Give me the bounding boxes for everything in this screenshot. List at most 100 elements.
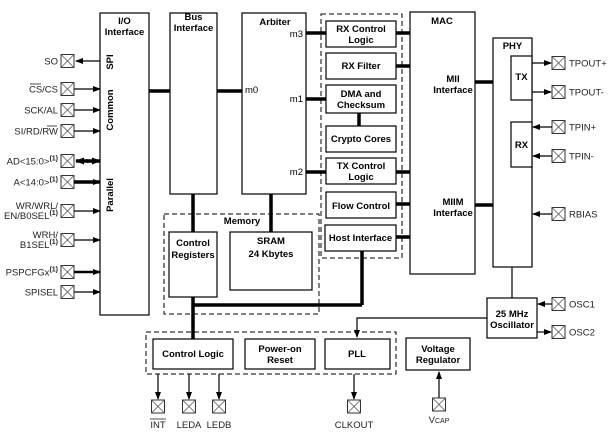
pin-label: VCAP	[429, 415, 450, 426]
vreg-label-1: Voltage	[421, 344, 455, 355]
crypto-cores-label: Crypto Cores	[331, 134, 391, 145]
pin-cs-cs: CS/CS	[29, 82, 101, 96]
internal-buses	[149, 31, 493, 339]
pin-pad-icon	[60, 204, 75, 218]
io-interface-block: I/O Interface SPI Common Parallel	[99, 12, 150, 316]
pin-pspcfgx: PSPCFGx(1)	[6, 265, 101, 279]
arbiter-port-m2: m2	[290, 167, 303, 178]
pin-label: SI/RD/RW	[14, 127, 58, 138]
pin-label: RBIAS	[569, 210, 598, 221]
spi-section-label: SPI	[105, 54, 116, 69]
io-interface-title-1: I/O	[118, 16, 131, 27]
phy-rx-label: RX	[515, 140, 529, 151]
pin-int: INT	[150, 374, 166, 431]
mac-block: MAC MII Interface MIIM Interface	[409, 11, 476, 275]
pin-label: INT	[150, 420, 166, 431]
miim-label-2: Interface	[433, 208, 473, 219]
pin-label: WRH/	[33, 230, 59, 241]
pin-tpout: TPOUT-	[532, 85, 604, 99]
pin-label: OSC1	[569, 300, 595, 311]
tx-control-label-1: TX Control	[337, 161, 386, 172]
pin-pad-icon	[551, 325, 566, 339]
oscillator-block: 25 MHz Oscillator	[486, 297, 538, 339]
flow-control-block: Flow Control	[325, 191, 397, 219]
pin-label: AD<15:0>(1)	[7, 156, 58, 168]
pin-ad-15-0: AD<15:0>(1)	[7, 154, 101, 168]
pin-label-line2: EN/B0SEL(1)	[4, 210, 58, 222]
miim-label-1: MIIM	[442, 197, 463, 208]
pin-pad-icon	[60, 175, 75, 189]
tx-control-logic-block: TX Control Logic	[325, 157, 397, 185]
pin-pad-icon	[551, 120, 566, 134]
pin-pad-icon	[60, 54, 75, 68]
por-label-2: Reset	[267, 355, 294, 366]
phy-tx-label: TX	[515, 72, 528, 83]
pin-ledb: LEDB	[207, 374, 232, 431]
mac-title: MAC	[431, 16, 453, 27]
pin-pad-icon	[551, 85, 566, 99]
pin-pad-icon	[60, 233, 75, 247]
pin-sck-al: SCK/AL	[24, 103, 101, 117]
bus-interface-title-2: Interface	[174, 23, 214, 34]
pin-label: LEDB	[207, 420, 232, 431]
pin-vcap: VCAP	[429, 371, 450, 426]
sram-label-2: 24 Kbytes	[249, 249, 294, 260]
pin-pad-icon	[60, 124, 75, 138]
io-interface-title-2: Interface	[105, 27, 145, 38]
rx-control-label-1: RX Control	[336, 24, 386, 35]
rx-control-logic-block: RX Control Logic	[325, 20, 397, 48]
control-registers-label-2: Registers	[171, 250, 214, 261]
control-logic-label: Control Logic	[162, 349, 224, 360]
pin-so: SO	[44, 54, 100, 68]
pin-pad-icon	[347, 399, 361, 414]
pin-clkout: CLKOUT	[335, 374, 374, 431]
pin-label: SPISEL	[25, 288, 58, 299]
parallel-section-label: Parallel	[105, 178, 116, 212]
control-logic-block: Control Logic	[152, 338, 234, 370]
pin-label: WR/WRL/	[16, 201, 59, 212]
pin-leda: LEDA	[177, 374, 202, 431]
phy-rx-block	[510, 121, 533, 168]
pin-label: TPOUT-	[569, 88, 604, 99]
host-interface-label: Host Interface	[329, 233, 392, 244]
pin-osc1: OSC1	[537, 297, 595, 311]
pin-pad-icon	[551, 207, 566, 221]
pin-pad-icon	[60, 103, 75, 117]
pin-label: TPOUT+	[569, 59, 607, 70]
host-interface-block: Host Interface	[324, 224, 397, 252]
control-registers-label-1: Control	[176, 238, 210, 249]
arbiter-port-m3: m3	[290, 29, 303, 40]
pin-pad-icon	[432, 397, 446, 412]
pin-pad-icon	[60, 82, 75, 96]
arbiter-port-m0: m0	[245, 85, 258, 96]
oscillator-label-2: Oscillator	[490, 320, 534, 331]
dma-label-1: DMA and	[341, 89, 382, 100]
oscillator-label-1: 25 MHz	[496, 309, 529, 320]
sram-block: SRAM 24 Kbytes	[229, 231, 313, 291]
bus-interface-block: Bus Interface	[169, 12, 218, 195]
vreg-label-2: Regulator	[416, 355, 461, 366]
phy-tx-block	[510, 55, 533, 101]
pin-tpout: TPOUT+	[532, 56, 607, 70]
mii-label-2: Interface	[433, 85, 473, 96]
ethernet-engine-group	[320, 13, 403, 259]
pin-rbias: RBIAS	[532, 207, 598, 221]
pin-label: TPIN+	[569, 123, 597, 134]
pin-pad-icon	[182, 399, 196, 414]
left-pins: SOCS/CSSCK/ALSI/RD/RWAD<15:0>(1)A<14:0>(…	[4, 54, 101, 299]
pin-label: CLKOUT	[335, 420, 374, 431]
pin-si-rd-rw: SI/RD/RW	[14, 124, 101, 138]
rx-control-label-2: Logic	[348, 35, 373, 46]
pin-label: CS/CS	[29, 85, 58, 96]
memory-group	[163, 213, 320, 315]
pin-spisel: SPISEL	[25, 285, 101, 299]
bottom-pins: INT LEDA LEDB CLKOUT VCAP	[150, 371, 450, 431]
pin-pad-icon	[212, 399, 226, 414]
dma-label-2: Checksum	[337, 100, 385, 111]
memory-title: Memory	[224, 216, 261, 227]
pin-label-line2: B1SEL(1)	[20, 239, 58, 251]
arbiter-block: Arbiter m3 m0 m1 m2	[241, 12, 307, 195]
pin-label: SCK/AL	[24, 106, 58, 117]
system-control-group	[145, 331, 397, 375]
crypto-cores-block: Crypto Cores	[325, 125, 397, 153]
